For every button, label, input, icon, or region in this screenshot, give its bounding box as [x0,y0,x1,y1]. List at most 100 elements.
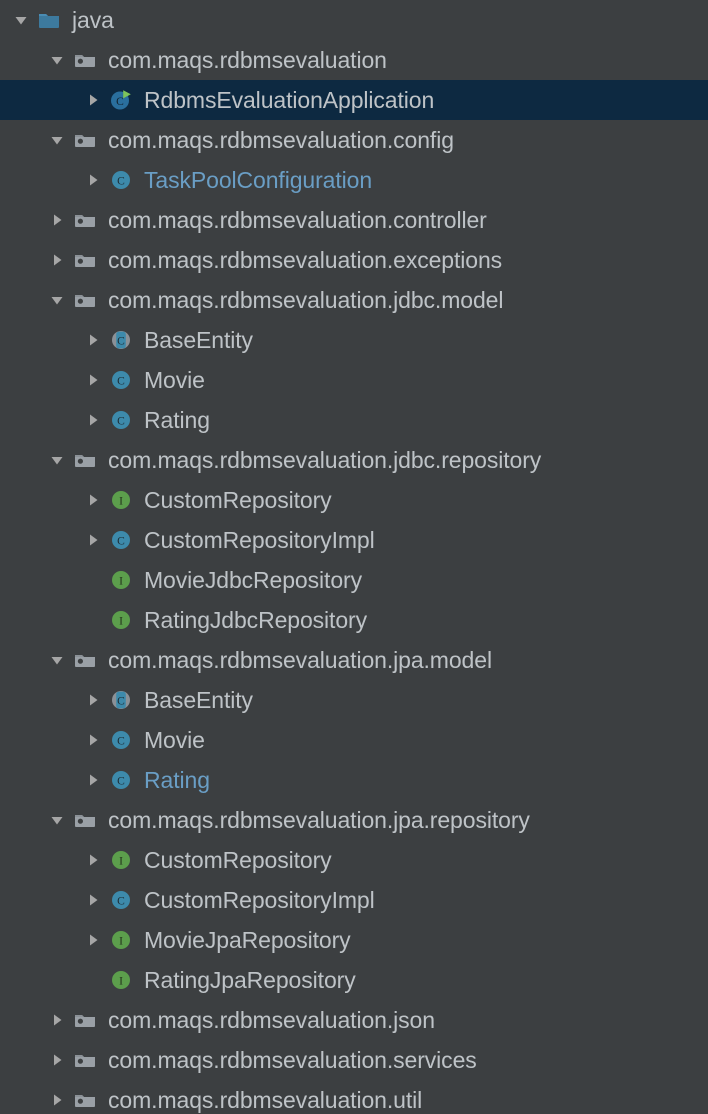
class-icon: C [106,760,136,800]
tree-row-label: RatingJdbcRepository [144,607,368,633]
svg-text:I: I [119,935,123,947]
tree-row-label: RatingJpaRepository [144,967,356,993]
chevron-down-icon[interactable] [44,120,70,160]
twisty-spacer [80,960,106,1000]
tree-row[interactable]: C CustomRepositoryImpl [0,880,708,920]
tree-row[interactable]: com.maqs.rdbmsevaluation.jpa.repository [0,800,708,840]
chevron-right-icon[interactable] [80,320,106,360]
package-icon [70,1040,100,1080]
tree-row[interactable]: C Movie [0,720,708,760]
tree-row-label: TaskPoolConfiguration [144,167,373,193]
twisty-spacer [80,600,106,640]
svg-text:C: C [117,375,125,387]
tree-row-label: com.maqs.rdbmsevaluation [108,47,387,73]
chevron-right-icon[interactable] [44,1080,70,1114]
chevron-down-icon[interactable] [8,0,34,40]
chevron-right-icon[interactable] [80,680,106,720]
tree-row-label: Rating [144,767,210,793]
tree-row[interactable]: com.maqs.rdbmsevaluation.jdbc.model [0,280,708,320]
tree-row[interactable]: C BaseEntity [0,320,708,360]
chevron-right-icon[interactable] [80,160,106,200]
tree-row-label: Rating [144,407,210,433]
tree-row-label: com.maqs.rdbmsevaluation.jpa.model [108,647,492,673]
chevron-down-icon[interactable] [44,440,70,480]
chevron-right-icon[interactable] [80,360,106,400]
class-icon: C [106,720,136,760]
chevron-right-icon[interactable] [44,200,70,240]
tree-row-label: com.maqs.rdbmsevaluation.json [108,1007,435,1033]
chevron-down-icon[interactable] [44,40,70,80]
tree-row[interactable]: com.maqs.rdbmsevaluation.json [0,1000,708,1040]
tree-row[interactable]: com.maqs.rdbmsevaluation.jdbc.repository [0,440,708,480]
tree-row[interactable]: C TaskPoolConfiguration [0,160,708,200]
tree-row[interactable]: com.maqs.rdbmsevaluation.services [0,1040,708,1080]
tree-row[interactable]: C Rating [0,760,708,800]
source-folder-icon [34,0,64,40]
tree-row-label: Movie [144,367,205,393]
interface-icon: I [106,560,136,600]
tree-row[interactable]: com.maqs.rdbmsevaluation.util [0,1080,708,1114]
chevron-down-icon[interactable] [44,280,70,320]
package-icon [70,800,100,840]
tree-row[interactable]: I RatingJdbcRepository [0,600,708,640]
tree-row-label: com.maqs.rdbmsevaluation.config [108,127,454,153]
chevron-right-icon[interactable] [80,520,106,560]
svg-text:I: I [119,615,123,627]
tree-row[interactable]: com.maqs.rdbmsevaluation [0,40,708,80]
tree-row[interactable]: com.maqs.rdbmsevaluation.jpa.model [0,640,708,680]
chevron-right-icon[interactable] [80,720,106,760]
chevron-down-icon[interactable] [44,800,70,840]
tree-row[interactable]: I RatingJpaRepository [0,960,708,1000]
interface-icon: I [106,960,136,1000]
svg-text:C: C [117,695,125,707]
chevron-right-icon[interactable] [44,1040,70,1080]
class-icon: C [106,400,136,440]
tree-row[interactable]: C Rating [0,400,708,440]
svg-text:C: C [117,335,125,347]
package-icon [70,1080,100,1114]
chevron-right-icon[interactable] [80,880,106,920]
chevron-right-icon[interactable] [80,480,106,520]
tree-row-label: com.maqs.rdbmsevaluation.util [108,1087,423,1113]
tree-row[interactable]: com.maqs.rdbmsevaluation.config [0,120,708,160]
chevron-right-icon[interactable] [80,920,106,960]
svg-text:C: C [117,735,125,747]
interface-icon: I [106,600,136,640]
tree-row-label: com.maqs.rdbmsevaluation.jpa.repository [108,807,530,833]
package-icon [70,240,100,280]
tree-row-label: com.maqs.rdbmsevaluation.jdbc.model [108,287,504,313]
chevron-right-icon[interactable] [44,240,70,280]
tree-row-label: Movie [144,727,205,753]
chevron-right-icon[interactable] [80,840,106,880]
svg-text:C: C [117,415,125,427]
tree-row[interactable]: com.maqs.rdbmsevaluation.exceptions [0,240,708,280]
chevron-right-icon[interactable] [80,80,106,120]
chevron-down-icon[interactable] [44,640,70,680]
interface-icon: I [106,840,136,880]
interface-icon: I [106,920,136,960]
svg-text:I: I [119,855,123,867]
class-icon: C [106,880,136,920]
chevron-right-icon[interactable] [80,760,106,800]
twisty-spacer [80,560,106,600]
tree-row[interactable]: com.maqs.rdbmsevaluation.controller [0,200,708,240]
tree-row-label: BaseEntity [144,327,253,353]
tree-row[interactable]: java [0,0,708,40]
chevron-right-icon[interactable] [80,400,106,440]
class-icon: C [106,160,136,200]
class-icon: C [106,520,136,560]
svg-text:C: C [117,535,125,547]
tree-row-label: CustomRepositoryImpl [144,887,375,913]
package-icon [70,120,100,160]
svg-text:I: I [119,575,123,587]
tree-row[interactable]: C Movie [0,360,708,400]
chevron-right-icon[interactable] [44,1000,70,1040]
